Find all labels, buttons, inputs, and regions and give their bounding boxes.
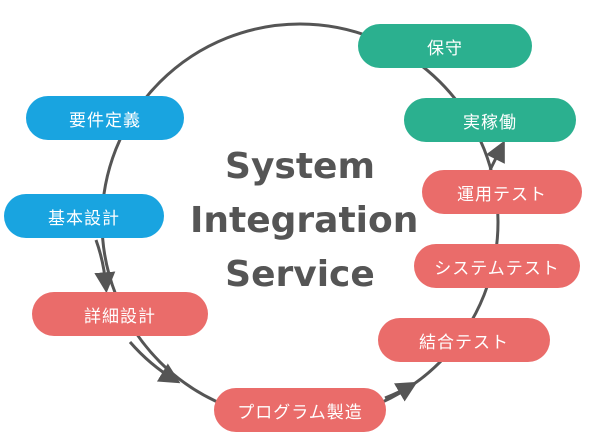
stage-programming: プログラム製造: [214, 388, 386, 432]
stage-operation-test: 運用テスト: [422, 170, 582, 214]
stage-maintenance: 保守: [358, 24, 532, 68]
stage-integration-test: 結合テスト: [378, 318, 550, 362]
arrow-to-integration-test: [384, 381, 418, 402]
title-line-3: Service: [225, 254, 375, 295]
title-line-2: Integration: [190, 200, 419, 241]
arrow-to-programming: [128, 341, 181, 384]
title-line-1: System: [225, 146, 375, 187]
stage-production: 実稼働: [404, 98, 576, 142]
arrow-to-production: [486, 140, 505, 171]
stage-basic-design: 基本設計: [4, 194, 164, 238]
stage-detailed-design: 詳細設計: [32, 292, 208, 336]
stage-requirements: 要件定義: [26, 96, 184, 140]
arrow-to-detailed-design: [94, 239, 116, 294]
diagram-title: System Integration Service: [190, 140, 419, 302]
stage-system-test: システムテスト: [414, 244, 580, 288]
